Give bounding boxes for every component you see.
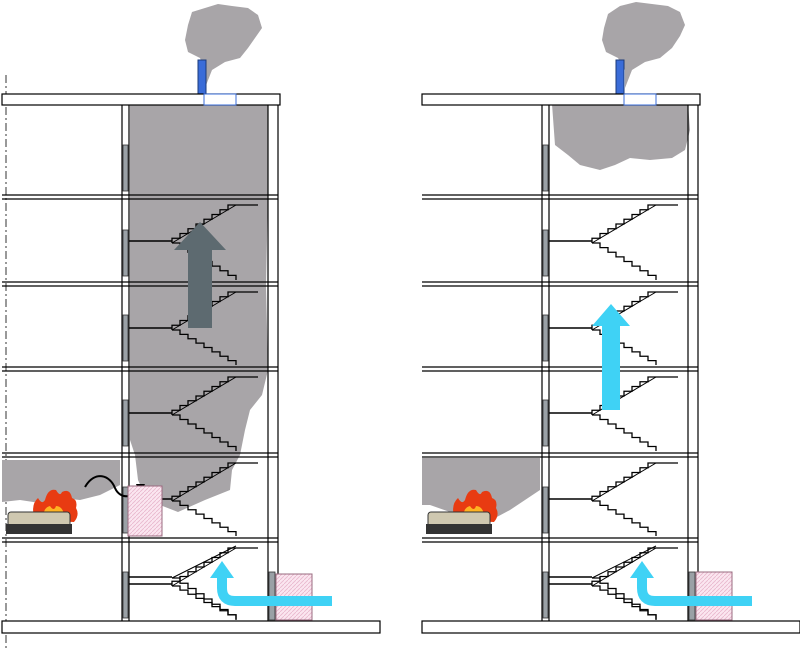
stair-stringer bbox=[591, 376, 657, 416]
panel-without-pressurization bbox=[1, 4, 381, 648]
stair-door bbox=[542, 144, 549, 192]
stair-stringer bbox=[591, 547, 657, 587]
stair-flight bbox=[172, 500, 237, 536]
stair-door bbox=[122, 144, 129, 192]
stair-flight bbox=[592, 577, 657, 620]
supply-air-arrow bbox=[217, 575, 332, 606]
roof-smoke-plume bbox=[602, 2, 685, 88]
stair-stringer bbox=[591, 545, 657, 579]
stair-door bbox=[542, 486, 549, 534]
stair-flight bbox=[172, 414, 237, 451]
panel-with-pressurization bbox=[421, 2, 800, 634]
stair-stringer bbox=[171, 376, 237, 416]
supply-air-arrow bbox=[637, 575, 752, 606]
stair-door bbox=[542, 399, 549, 447]
stair-door bbox=[542, 571, 549, 619]
sofa-icon bbox=[6, 511, 72, 534]
roof-vent bbox=[615, 59, 625, 95]
roof-vent-opening bbox=[203, 93, 237, 106]
stair-stringer bbox=[171, 547, 237, 587]
pressurized-air-arrow bbox=[592, 304, 630, 410]
stair-flight bbox=[592, 242, 657, 280]
stair-stringer bbox=[171, 204, 237, 244]
stair-stringer bbox=[591, 204, 657, 244]
stair-stringer bbox=[591, 462, 657, 502]
stair-door bbox=[122, 229, 129, 277]
building-structure bbox=[1, 93, 381, 634]
roof-vent-opening bbox=[623, 93, 657, 106]
roof-slab bbox=[1, 93, 281, 106]
supply-air-arrowhead bbox=[210, 561, 234, 578]
ground-slab bbox=[421, 620, 800, 634]
stair-flight bbox=[592, 329, 657, 365]
stair-stringer bbox=[171, 545, 237, 579]
stair-door bbox=[122, 571, 129, 619]
ground-slab bbox=[1, 620, 381, 634]
supply-air-arrowhead bbox=[630, 561, 654, 578]
room-smoke bbox=[2, 460, 120, 503]
stair-door-fire-floor bbox=[127, 485, 163, 537]
roof-slab bbox=[421, 93, 701, 106]
room-smoke bbox=[422, 458, 540, 518]
stair-door bbox=[122, 486, 129, 534]
stair-door bbox=[122, 314, 129, 362]
stair-door bbox=[542, 229, 549, 277]
roof-vent bbox=[197, 59, 207, 95]
stair-stringer bbox=[171, 462, 237, 502]
stair-flight bbox=[592, 414, 657, 451]
sofa-icon bbox=[426, 511, 492, 534]
roof-smoke bbox=[552, 104, 690, 170]
stair-door bbox=[122, 399, 129, 447]
smoke-flow-arrow bbox=[174, 222, 226, 328]
stair-flight bbox=[592, 500, 657, 536]
stair-flight bbox=[172, 577, 237, 620]
stair-door bbox=[542, 314, 549, 362]
stair-flight bbox=[172, 329, 237, 365]
roof-smoke-plume bbox=[185, 4, 262, 88]
